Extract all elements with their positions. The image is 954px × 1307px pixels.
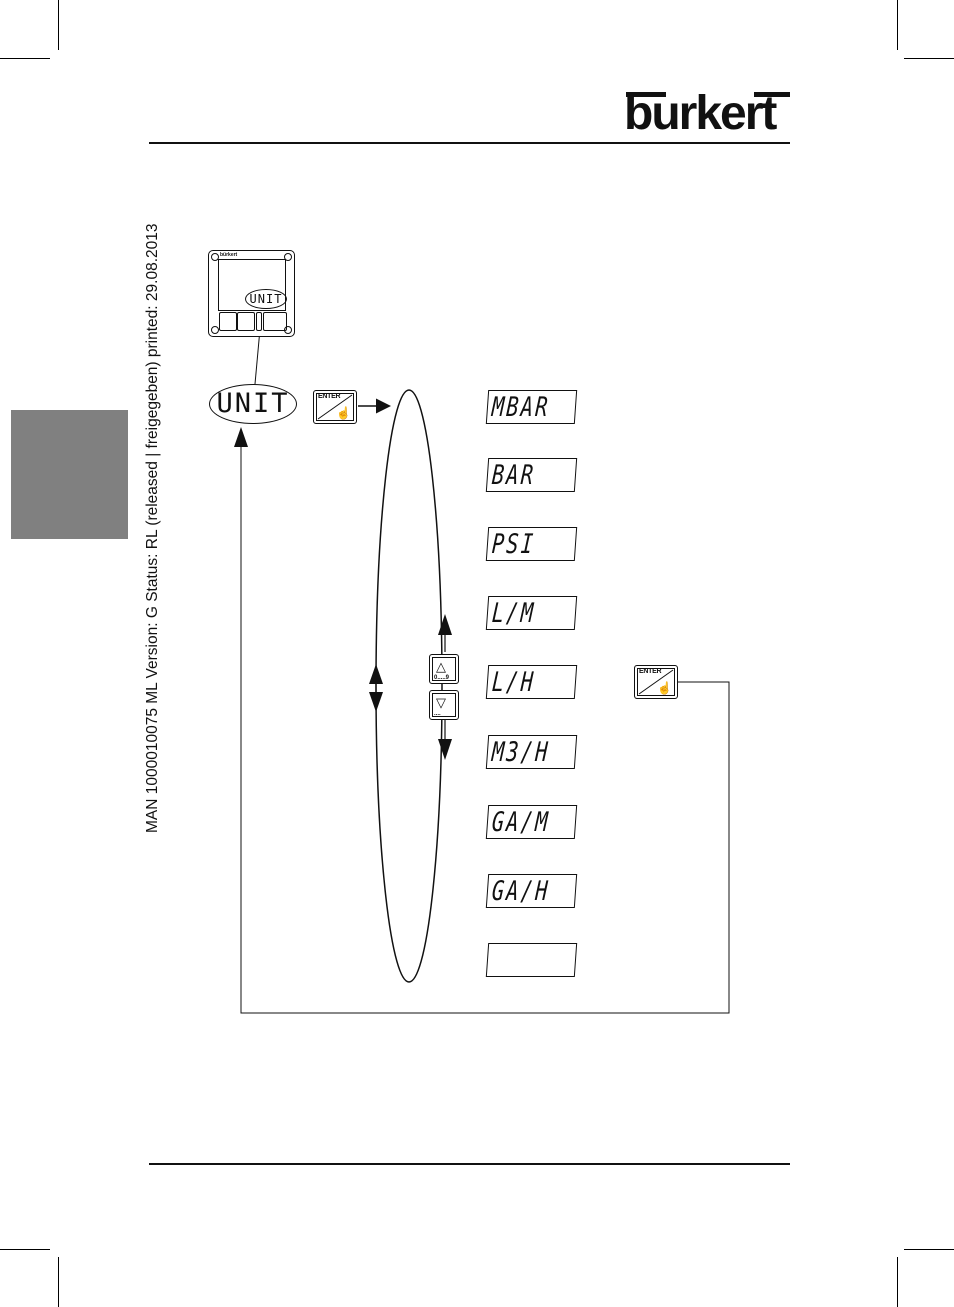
unit-display: GA/H <box>486 874 577 908</box>
unit-display: L/M <box>486 596 577 630</box>
unit-display: MBAR <box>486 390 577 424</box>
device-illustration: bürkert UNIT <box>208 250 295 337</box>
unit-display: PSI <box>486 527 577 561</box>
unit-display: L/H <box>486 665 577 699</box>
unit-display-blank <box>486 943 577 977</box>
device-display: UNIT <box>245 289 287 309</box>
hand-icon: ☝ <box>657 681 672 695</box>
menu-unit-label: UNIT <box>209 384 297 424</box>
enter-button-confirm: ENTER ☝ <box>634 665 678 699</box>
enter-button: ENTER ☝ <box>313 390 357 424</box>
up-triangle-icon: △ <box>436 660 446 673</box>
down-triangle-icon: ▽ <box>436 696 446 709</box>
up-key: △ 0.....9 <box>429 654 459 684</box>
down-key: ▽ .... <box>429 690 459 720</box>
hand-icon: ☝ <box>336 406 351 420</box>
unit-display: M3/H <box>486 735 577 769</box>
unit-display: GA/M <box>486 805 577 839</box>
unit-display: BAR <box>486 458 577 492</box>
device-brand: bürkert <box>220 252 237 258</box>
